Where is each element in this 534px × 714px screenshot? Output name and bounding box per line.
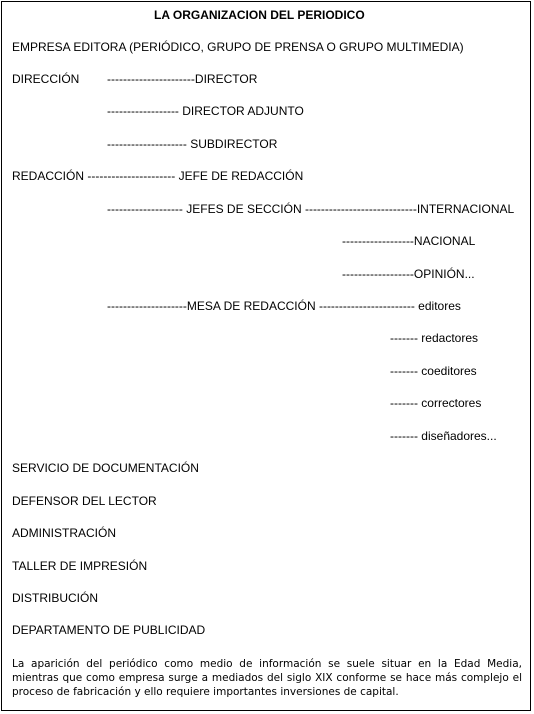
empresa-editora-line: EMPRESA EDITORA (PERIÓDICO, GRUPO DE PRE… bbox=[12, 40, 464, 54]
mesa-role-coeditores: ------- coeditores bbox=[390, 364, 477, 378]
mesa-role-disenadores: ------- diseñadores... bbox=[390, 429, 497, 443]
redaccion-line: REDACCIÓN ---------------------- JEFE DE… bbox=[12, 169, 304, 183]
departamento-documentacion: SERVICIO DE DOCUMENTACIÓN bbox=[12, 461, 199, 475]
subdirector-line: -------------------- SUBDIRECTOR bbox=[107, 137, 278, 151]
departamento-publicidad: DEPARTAMENTO DE PUBLICIDAD bbox=[12, 623, 206, 637]
jefes-seccion-line: ------------------- JEFES DE SECCIÓN ---… bbox=[107, 202, 515, 216]
director-adjunto-line: ------------------ DIRECTOR ADJUNTO bbox=[107, 104, 304, 118]
history-paragraph: La aparición del periódico como medio de… bbox=[12, 658, 522, 698]
mesa-role-redactores: ------- redactores bbox=[390, 331, 479, 345]
departamento-taller-impresion: TALLER DE IMPRESIÓN bbox=[12, 559, 148, 573]
mesa-redaccion-line: --------------------MESA DE REDACCIÓN --… bbox=[107, 299, 461, 313]
departamento-administracion: ADMINISTRACIÓN bbox=[12, 526, 117, 540]
seccion-nacional-line: ------------------NACIONAL bbox=[342, 234, 476, 248]
departamento-distribucion: DISTRIBUCIÓN bbox=[12, 591, 99, 605]
departamento-defensor-lector: DEFENSOR DEL LECTOR bbox=[12, 494, 157, 508]
seccion-opinion-line: ------------------OPINIÓN... bbox=[342, 267, 475, 281]
direccion-label: DIRECCIÓN bbox=[12, 72, 80, 86]
mesa-role-correctores: ------- correctores bbox=[390, 396, 482, 410]
document-title: LA ORGANIZACION DEL PERIODICO bbox=[154, 8, 365, 22]
director-line: ----------------------DIRECTOR bbox=[107, 72, 258, 86]
